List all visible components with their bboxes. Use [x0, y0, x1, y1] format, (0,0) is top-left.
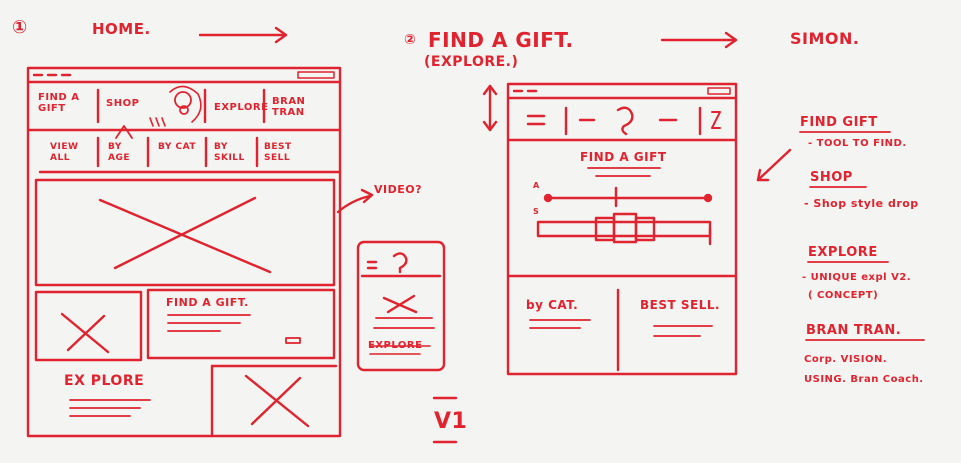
slider-label-a: A	[533, 181, 540, 190]
version-label: V1	[434, 409, 468, 434]
subnav-by-skill: BY SKILL	[214, 142, 245, 163]
nav-find-a-gift: FIND A GIFT	[38, 92, 80, 114]
note-bran-tran-body-1: Corp. VISION.	[804, 354, 888, 365]
note-find-gift-body: - TOOL TO FIND.	[808, 138, 907, 149]
note-find-gift-title: FIND GIFT	[800, 115, 878, 130]
slider-label-s: S	[533, 207, 540, 216]
step2-marker: ②	[404, 32, 417, 48]
subnav-by-cat: BY CAT	[158, 142, 197, 152]
find-a-gift-heading: FIND A GIFT.	[166, 296, 249, 309]
note-explore-body-2: ( CONCEPT)	[808, 290, 879, 301]
step1-label: HOME.	[92, 20, 151, 38]
step2-sublabel: (EXPLORE.)	[424, 54, 519, 70]
nav-explore: EXPLORE	[214, 102, 269, 113]
gift-by-cat: by CAT.	[526, 298, 579, 312]
note-bran-tran-title: BRAN TRAN.	[806, 323, 902, 338]
nav-bran-tran: BRAN TRAN	[272, 96, 306, 118]
video-note: VIDEO?	[374, 183, 422, 196]
explore-heading: EX PLORE	[64, 373, 145, 389]
gift-best-sell: BEST SELL.	[640, 298, 721, 312]
nav-shop: SHOP	[106, 98, 140, 109]
subnav-by-age: BY AGE	[108, 142, 131, 163]
step3-label: SIMON.	[790, 29, 860, 48]
mobile-frame	[356, 240, 458, 444]
gift-tool-title: FIND A GIFT	[580, 150, 667, 164]
note-explore-body-1: - UNIQUE expl V2.	[802, 272, 912, 283]
note-shop-body: - Shop style drop	[804, 197, 919, 210]
arrow-right-icon	[660, 31, 738, 49]
note-bran-tran-body-2: USING. Bran Coach.	[804, 374, 924, 385]
note-explore-title: EXPLORE	[808, 245, 878, 260]
note-shop-title: SHOP	[810, 170, 853, 185]
arrow-right-icon	[198, 26, 288, 44]
step2-label: FIND A GIFT.	[428, 28, 574, 52]
gift-browser-frame	[482, 82, 792, 376]
subnav-best-sell: BEST SELL	[264, 142, 292, 163]
mobile-explore: EXPLORE	[368, 340, 423, 351]
home-browser-frame	[26, 66, 374, 438]
step1-marker: ①	[12, 17, 28, 38]
notes-underlines	[799, 131, 925, 341]
subnav-view-all: VIEW ALL	[50, 142, 79, 163]
